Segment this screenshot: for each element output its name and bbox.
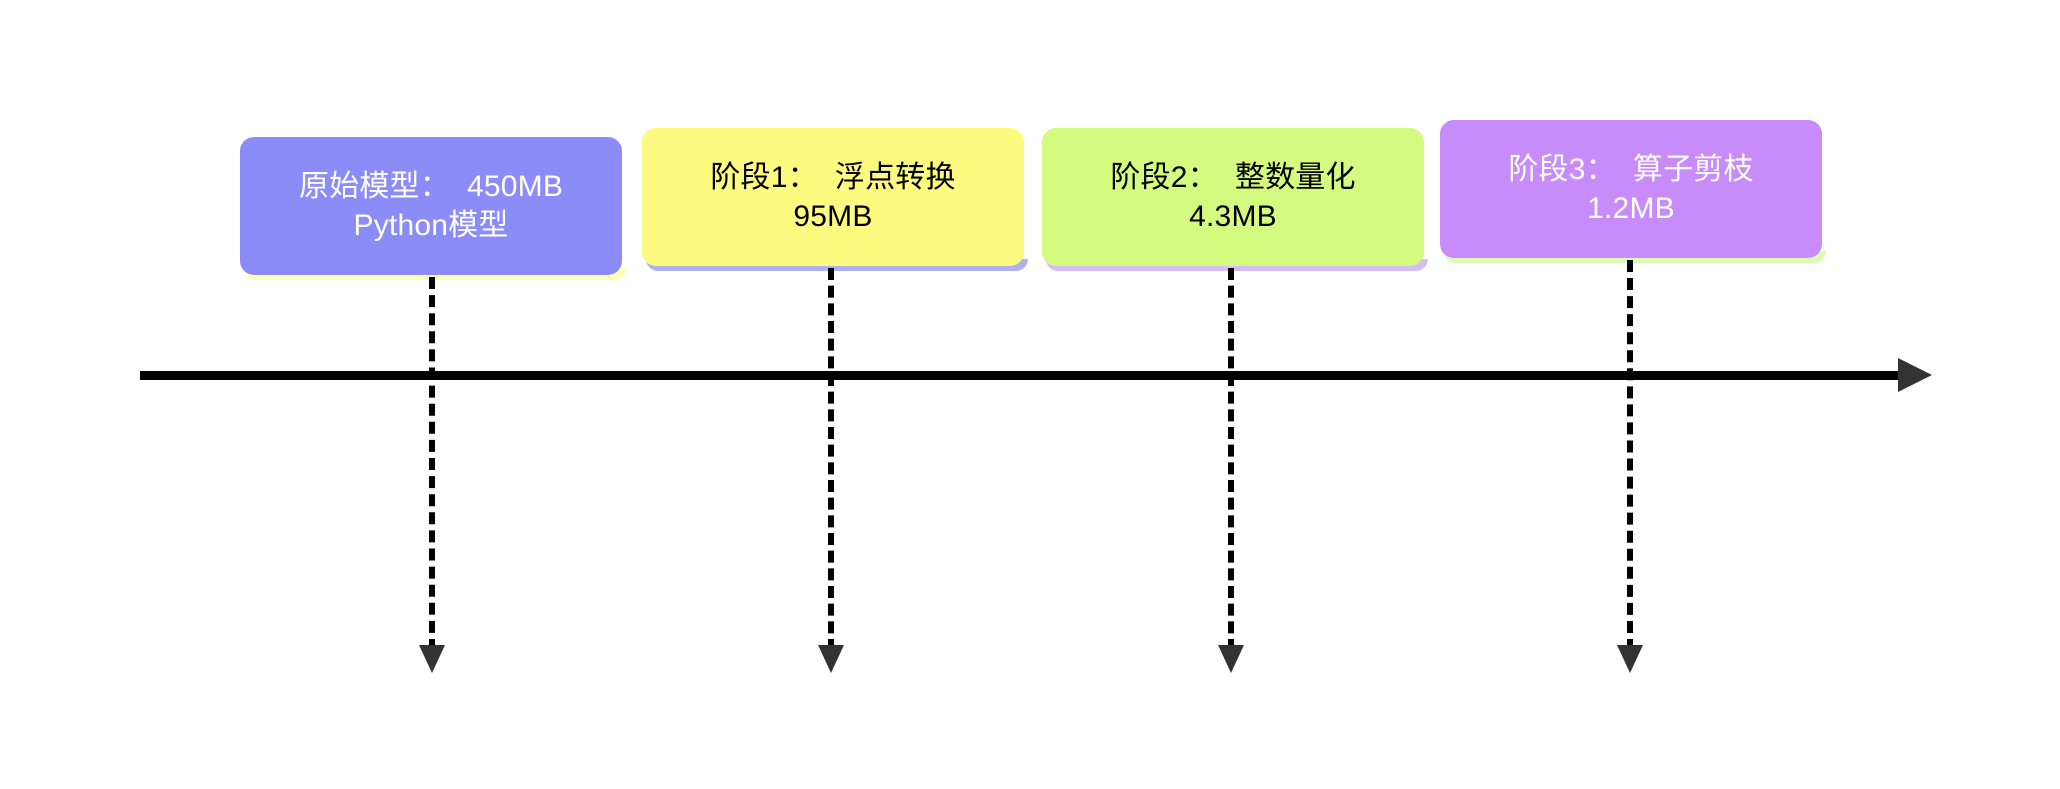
- stage-1-line2: 95MB: [793, 200, 873, 233]
- stage-box-2[interactable]: 阶段2： 整数量化 4.3MB: [1042, 128, 1424, 266]
- stage-2-line2: 4.3MB: [1189, 200, 1277, 233]
- stage-1-line1: 阶段1： 浮点转换: [710, 161, 956, 194]
- connector-arrow-original-icon: [419, 645, 445, 673]
- timeline-arrow-icon: [1898, 358, 1932, 392]
- connector-arrow-3-icon: [1617, 645, 1643, 673]
- connector-arrow-1-icon: [818, 645, 844, 673]
- stage-3-line1: 阶段3： 算子剪枝: [1508, 153, 1754, 186]
- stage-box-1[interactable]: 阶段1： 浮点转换 95MB: [642, 128, 1024, 266]
- stage-box-3[interactable]: 阶段3： 算子剪枝 1.2MB: [1440, 120, 1822, 258]
- connector-arrow-2-icon: [1218, 645, 1244, 673]
- connector-line-2: [1228, 268, 1234, 651]
- timeline-axis: [140, 371, 1900, 380]
- connector-line-original: [429, 277, 435, 651]
- stage-box-original[interactable]: 原始模型： 450MB Python模型: [240, 137, 622, 275]
- connector-line-1: [828, 268, 834, 651]
- connector-line-3: [1627, 260, 1633, 651]
- stage-original-line1: 原始模型： 450MB: [298, 170, 564, 203]
- stage-2-line1: 阶段2： 整数量化: [1110, 161, 1356, 194]
- stage-3-line2: 1.2MB: [1587, 192, 1675, 225]
- stage-original-line2: Python模型: [353, 209, 509, 242]
